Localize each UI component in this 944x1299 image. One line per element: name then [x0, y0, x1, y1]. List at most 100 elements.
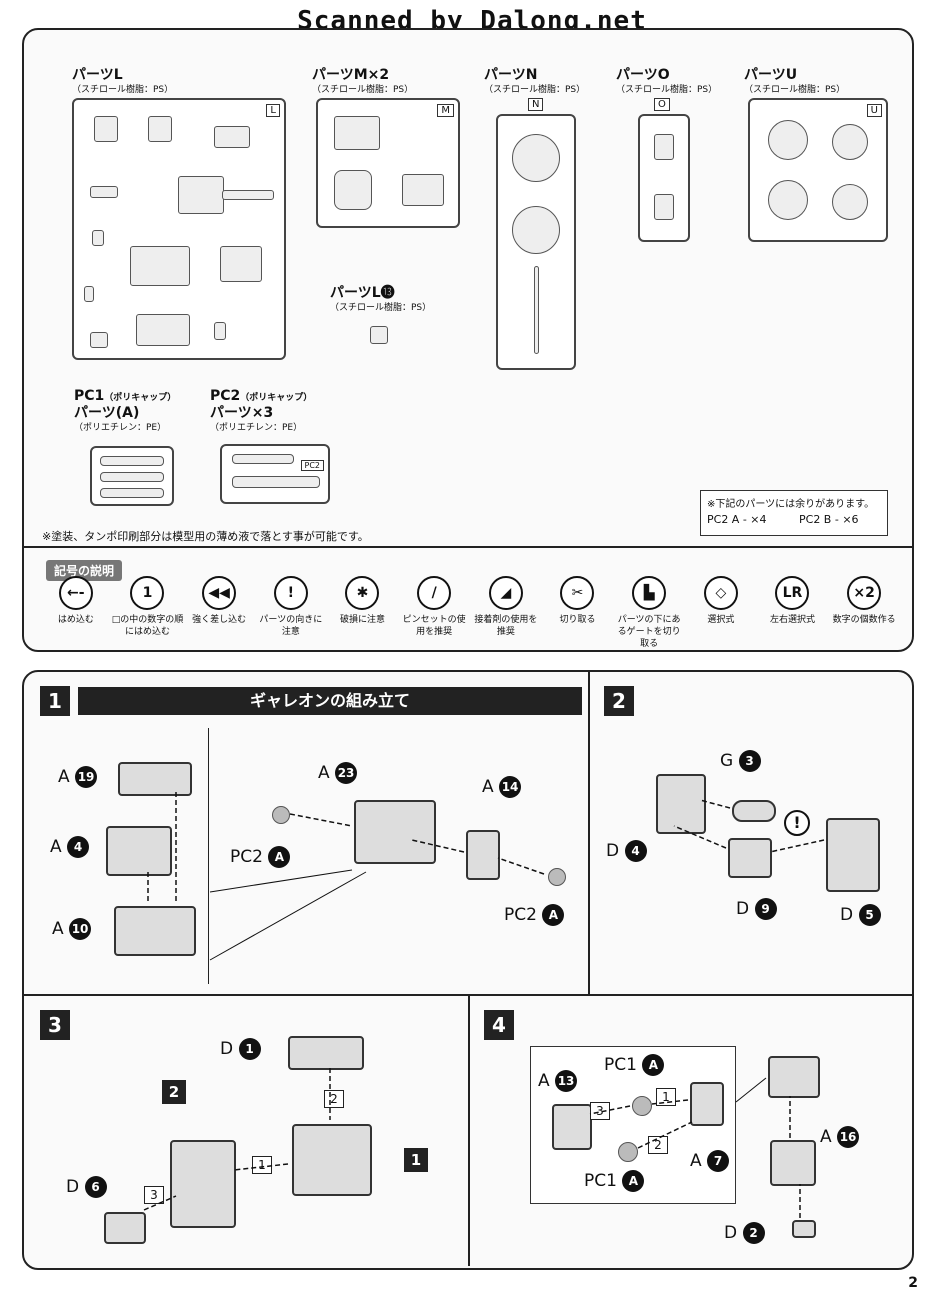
legend-item: LR 左右選択式	[757, 576, 829, 626]
piece-a14	[466, 830, 500, 880]
legend-symbol-icon: ←‐	[58, 576, 93, 610]
part-l4	[90, 186, 118, 198]
part-l3	[214, 126, 250, 148]
legend-symbol-label: パーツの下にあるゲートを切り取る	[617, 615, 681, 649]
seq-3-step3: 3	[144, 1186, 164, 1204]
label-a7: A 7	[690, 1150, 730, 1172]
polycap-2	[548, 868, 566, 886]
legend-symbol-icon: ◀◀	[202, 576, 237, 610]
label-d4: D 4	[606, 840, 647, 862]
legend-symbol-label: □の中の数字の順にはめ込む	[111, 615, 184, 637]
seq-2-step4: 2	[648, 1136, 668, 1154]
step-1-title: ギャレオンの組み立て	[78, 687, 582, 715]
legend-symbol-icon: LR	[775, 576, 810, 610]
piece-d6	[104, 1212, 146, 1244]
legend-symbol-label: パーツの向きに注意	[259, 615, 323, 637]
piece-g3	[732, 800, 776, 822]
runner-pc1	[90, 446, 174, 506]
legend-item: 1□の中の数字の順にはめ込む	[112, 576, 184, 638]
spare-parts-note: ※下記のパーツには余りがあります。 PC2 A - ×4 PC2 B - ×6	[700, 490, 888, 536]
parts-l-material: （スチロール樹脂：PS）	[72, 85, 174, 95]
label-d1: D 1	[220, 1038, 261, 1060]
divider-v2	[468, 994, 470, 1266]
pc1-material: （ポリエチレン：PE）	[74, 423, 167, 433]
label-a16: A 16	[820, 1126, 860, 1148]
piece-assembly-2	[170, 1140, 236, 1228]
part-l1	[94, 116, 118, 142]
runner-m: M	[316, 98, 460, 228]
seq-2-step3: 2	[324, 1090, 344, 1108]
step-3-number: 3	[40, 1010, 70, 1040]
runner-pc2-letter: PC2	[300, 460, 324, 471]
legend-symbol-icon: ×2	[847, 576, 882, 610]
label-a10: A 10	[52, 918, 92, 940]
parts-m-material: （スチロール樹脂：PS）	[312, 85, 414, 95]
part-n2	[512, 206, 560, 254]
part-l5	[178, 176, 224, 214]
label-a13: A 13	[538, 1070, 578, 1092]
pc2-title: パーツ×3	[210, 405, 274, 421]
polycap-1	[272, 806, 290, 824]
divider-h	[22, 994, 912, 996]
pc2-row-a	[232, 476, 320, 488]
step-4-number: 4	[484, 1010, 514, 1040]
legend-symbol-icon: ✱	[345, 576, 380, 610]
seq-1-step4: 1	[656, 1088, 676, 1106]
legend-item: ◢接着剤の使用を推奨	[470, 576, 542, 638]
label-pc1a-2: PC1 A	[584, 1170, 645, 1192]
label-g3: G 3	[720, 750, 761, 772]
part-n3	[534, 266, 539, 354]
ref-step-1: 1	[404, 1148, 428, 1172]
part-u1b	[768, 180, 808, 220]
part-l7	[130, 246, 190, 286]
label-d6: D 6	[66, 1176, 107, 1198]
polycap-pc1-1	[632, 1096, 652, 1116]
piece-a13	[552, 1104, 592, 1150]
legend-item: ▙パーツの下にあるゲートを切り取る	[613, 576, 685, 650]
legend-symbol-icon: /	[417, 576, 452, 610]
pc1-row-1	[100, 456, 164, 466]
label-d2: D 2	[724, 1222, 765, 1244]
parts-l13-title: パーツL⓭	[330, 285, 395, 301]
part-u1	[768, 120, 808, 160]
parts-o-material: （スチロール樹脂：PS）	[616, 85, 718, 95]
part-u2	[832, 124, 868, 160]
label-a23: A 23	[318, 762, 358, 784]
parts-o-title: パーツO	[616, 67, 670, 83]
part-o1	[654, 134, 674, 160]
legend-symbol-icon: !	[273, 576, 308, 610]
step-1-number: 1	[40, 686, 70, 716]
runner-m-letter: M	[437, 104, 454, 117]
parts-n-material: （スチロール樹脂：PS）	[484, 85, 586, 95]
piece-a23	[354, 800, 436, 864]
runner-u-letter: U	[866, 104, 882, 117]
pc2-material: （ポリエチレン：PE）	[210, 423, 303, 433]
legend-symbol-label: ピンセットの使用を推奨	[402, 615, 466, 637]
piece-d5	[826, 818, 880, 892]
part-l5-barrel	[222, 190, 274, 200]
pc2-title-top: PC2	[210, 388, 241, 404]
part-l9	[84, 286, 94, 302]
legend-symbol-label: 左右選択式	[769, 615, 815, 625]
runner-u: U	[748, 98, 888, 242]
legend-item: ◀◀ 強く差し込む	[183, 576, 255, 626]
runner-l-letter: L	[266, 104, 280, 117]
parts-n-title: パーツN	[484, 67, 538, 83]
legend-divider	[22, 546, 912, 548]
step-1-divider	[208, 728, 209, 984]
piece-d2	[792, 1220, 816, 1238]
piece-a4	[106, 826, 172, 876]
polycap-pc1-2	[618, 1142, 638, 1162]
pc2-row-b	[232, 454, 294, 464]
legend-item: ! パーツの向きに注意	[255, 576, 327, 638]
part-n1	[512, 134, 560, 182]
part-m2	[334, 170, 372, 210]
seq-1-step3: 1	[252, 1156, 272, 1174]
legend-symbol-label: 接着剤の使用を推奨	[474, 615, 538, 637]
label-d5: D 5	[840, 904, 881, 926]
legend-symbol-label: 破損に注意	[339, 615, 385, 625]
legend-symbol-icon: ◇	[703, 576, 738, 610]
legend-symbol-label: 強く差し込む	[192, 615, 247, 625]
